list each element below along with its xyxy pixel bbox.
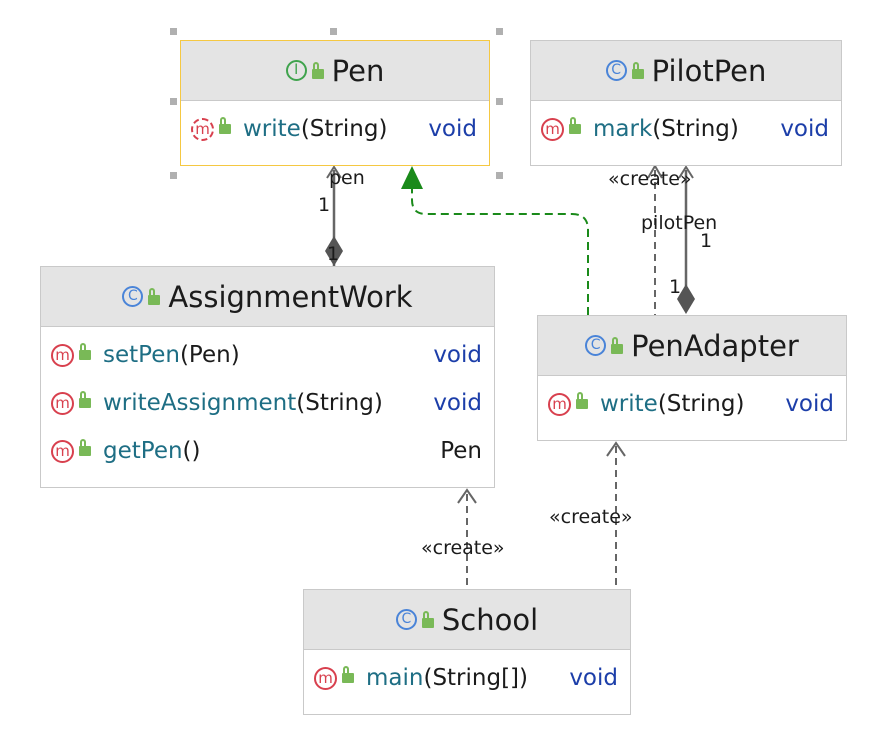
- edge-label-pilotpen-multiplicity-bottom: 1: [669, 276, 682, 298]
- edge-label-pilotpen-multiplicity-top: 1: [700, 230, 713, 252]
- class-box-pen[interactable]: I Pen m write (String) void: [180, 40, 490, 166]
- return-type: void: [433, 342, 482, 368]
- edge-assignmentwork-pen-arrowhead: [326, 165, 342, 179]
- method-name: mark: [593, 116, 653, 142]
- method-row-getpen[interactable]: m getPen () Pen: [41, 427, 494, 475]
- public-lock-icon: [311, 61, 324, 79]
- public-lock-icon: [421, 610, 434, 628]
- method-icon: m: [51, 439, 74, 463]
- edge-assignmentwork-pen-diamond: [325, 236, 343, 266]
- edge-label-pilotpen-create: «create»: [608, 168, 692, 190]
- selection-handle-top-center[interactable]: [330, 28, 337, 35]
- method-params: (String): [296, 390, 383, 416]
- public-lock-icon: [576, 392, 588, 409]
- return-type: void: [433, 390, 482, 416]
- class-header-pilotpen[interactable]: C PilotPen: [531, 41, 841, 101]
- selection-handle-top-right[interactable]: [496, 28, 503, 35]
- public-lock-icon: [148, 287, 161, 305]
- abstract-method-icon: m: [191, 117, 214, 141]
- public-lock-icon: [219, 117, 231, 134]
- class-icon: C: [605, 60, 627, 81]
- method-name: write: [243, 116, 301, 142]
- return-type: Pen: [440, 438, 482, 464]
- edge-label-pen-role: pen: [329, 167, 365, 189]
- interface-icon: I: [285, 60, 307, 81]
- public-lock-icon: [79, 439, 91, 456]
- class-name: AssignmentWork: [168, 279, 413, 314]
- public-lock-icon: [79, 343, 91, 360]
- method-icon: m: [51, 343, 74, 367]
- edge-label-school-create-penadapter: «create»: [549, 506, 633, 528]
- method-params: (String): [652, 116, 739, 142]
- edge-label-pilotpen-role: pilotPen: [641, 212, 718, 234]
- edge-penadapter-pilotpen-diamond: [677, 284, 695, 314]
- method-params: (String): [657, 391, 745, 417]
- method-icon: m: [548, 392, 571, 416]
- method-row-write[interactable]: m write (String) void: [181, 105, 489, 153]
- method-params: (String): [300, 116, 388, 142]
- class-header-pen[interactable]: I Pen: [181, 41, 489, 101]
- method-row-main[interactable]: m main (String[]) void: [304, 654, 630, 702]
- return-type: void: [785, 391, 834, 417]
- method-row-setpen[interactable]: m setPen (Pen) void: [41, 331, 494, 379]
- selection-handle-middle-right[interactable]: [496, 98, 503, 105]
- edge-label-school-create-assignmentwork: «create»: [421, 537, 505, 559]
- class-icon: C: [585, 335, 607, 356]
- method-name: writeAssignment: [103, 390, 297, 416]
- method-name: getPen: [103, 438, 183, 464]
- class-header-assignmentwork[interactable]: C AssignmentWork: [41, 267, 494, 327]
- method-icon: m: [51, 391, 74, 415]
- class-name: PenAdapter: [631, 328, 799, 363]
- class-header-school[interactable]: C School: [304, 590, 630, 650]
- return-type: void: [780, 116, 829, 142]
- method-row-mark[interactable]: m mark (String) void: [531, 105, 841, 153]
- edge-penadapter-pen-arrowhead: [401, 166, 423, 189]
- return-type: void: [569, 665, 618, 691]
- selection-handle-bottom-left[interactable]: [170, 172, 177, 179]
- class-box-school[interactable]: C School m main (String[]) void: [303, 589, 631, 715]
- edge-label-pen-multiplicity-top: 1: [318, 194, 331, 216]
- class-icon: C: [395, 609, 417, 630]
- method-icon: m: [541, 117, 564, 141]
- class-icon: C: [122, 286, 144, 307]
- class-name: PilotPen: [651, 53, 767, 88]
- edge-penadapter-pilotpen-arrowhead: [678, 165, 694, 179]
- edge-label-pen-multiplicity-bottom: 1: [327, 243, 340, 265]
- edge-penadapter-pilotpen-create-arrowhead: [647, 164, 663, 179]
- method-icon: m: [314, 666, 337, 690]
- method-row-writeassignment[interactable]: m writeAssignment (String) void: [41, 379, 494, 427]
- selection-handle-bottom-right[interactable]: [496, 172, 503, 179]
- edge-penadapter-pen-realization: [411, 188, 589, 315]
- class-name: School: [441, 602, 539, 637]
- selection-handle-top-left[interactable]: [170, 28, 177, 35]
- method-params: (String[]): [423, 665, 529, 691]
- class-name: Pen: [331, 53, 385, 88]
- class-box-pilotpen[interactable]: C PilotPen m mark (String) void: [530, 40, 842, 166]
- method-name: main: [366, 665, 424, 691]
- public-lock-icon: [611, 336, 624, 354]
- public-lock-icon: [631, 61, 644, 79]
- edge-school-penadapter-arrowhead: [606, 441, 626, 457]
- class-box-assignmentwork[interactable]: C AssignmentWork m setPen (Pen) void m w…: [40, 266, 495, 488]
- return-type: void: [428, 116, 477, 142]
- public-lock-icon: [342, 666, 354, 683]
- method-row-write[interactable]: m write (String) void: [538, 380, 846, 428]
- public-lock-icon: [79, 391, 91, 408]
- method-name: setPen: [103, 342, 180, 368]
- selection-handle-middle-left[interactable]: [170, 98, 177, 105]
- method-params: (Pen): [179, 342, 240, 368]
- method-params: (): [182, 438, 201, 464]
- method-name: write: [600, 391, 658, 417]
- class-box-penadapter[interactable]: C PenAdapter m write (String) void: [537, 315, 847, 441]
- public-lock-icon: [569, 117, 581, 134]
- edge-school-assignmentwork-arrowhead: [457, 488, 477, 504]
- class-header-penadapter[interactable]: C PenAdapter: [538, 316, 846, 376]
